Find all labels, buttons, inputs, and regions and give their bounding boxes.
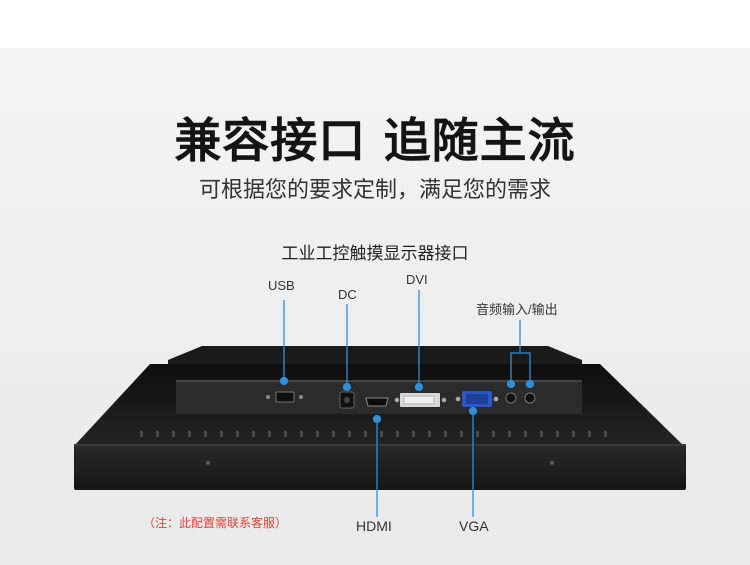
headline: 兼容接口 追随主流 — [174, 114, 576, 169]
vent-slot — [428, 431, 431, 437]
vent-slot — [348, 431, 351, 437]
vent-slot — [156, 431, 159, 437]
vent-slot — [252, 431, 255, 437]
vent-slot — [444, 431, 447, 437]
vent-slot — [604, 431, 607, 437]
vent-slot — [188, 431, 191, 437]
section-title: 工业工控触摸显示器接口 — [281, 244, 469, 264]
audio-jack-icon — [505, 392, 536, 404]
vent-slot — [300, 431, 303, 437]
vent-slot — [396, 431, 399, 437]
vent-slot — [236, 431, 239, 437]
vent-slot — [316, 431, 319, 437]
dvi-port-icon — [394, 393, 447, 407]
vent-slot — [364, 431, 367, 437]
screw-icon — [549, 460, 555, 466]
vent-slot — [332, 431, 335, 437]
vent-slot — [460, 431, 463, 437]
usb-port-icon — [266, 391, 303, 403]
vent-slot — [476, 431, 479, 437]
vent-slots — [140, 431, 607, 437]
vent-slot — [284, 431, 287, 437]
vent-slot — [556, 431, 559, 437]
vent-slot — [412, 431, 415, 437]
vent-slot — [492, 431, 495, 437]
subline: 可根据您的要求定制，满足您的需求 — [198, 178, 551, 203]
vent-slot — [172, 431, 175, 437]
port-panel — [176, 380, 582, 414]
screw-icon — [205, 460, 211, 466]
config-note: （注：此配置需联系客服） — [143, 516, 288, 530]
dvi-label: DVI — [406, 272, 428, 287]
vent-slot — [220, 431, 223, 437]
dc-label: DC — [338, 287, 357, 302]
vent-slot — [268, 431, 271, 437]
vent-slot — [140, 431, 143, 437]
vga-port-icon — [455, 391, 499, 407]
vga-label: VGA — [459, 518, 489, 534]
vent-slot — [508, 431, 511, 437]
hdmi-label: HDMI — [356, 518, 392, 534]
vent-slot — [524, 431, 527, 437]
hdmi-port-icon — [365, 397, 389, 407]
audio-label: 音频输入/输出 — [476, 302, 558, 317]
usb-label: USB — [268, 278, 295, 293]
vent-slot — [380, 431, 383, 437]
vent-slot — [540, 431, 543, 437]
dc-port-icon — [339, 391, 355, 409]
vent-slot — [588, 431, 591, 437]
vent-slot — [572, 431, 575, 437]
vent-slot — [204, 431, 207, 437]
leader-lines — [279, 290, 535, 517]
